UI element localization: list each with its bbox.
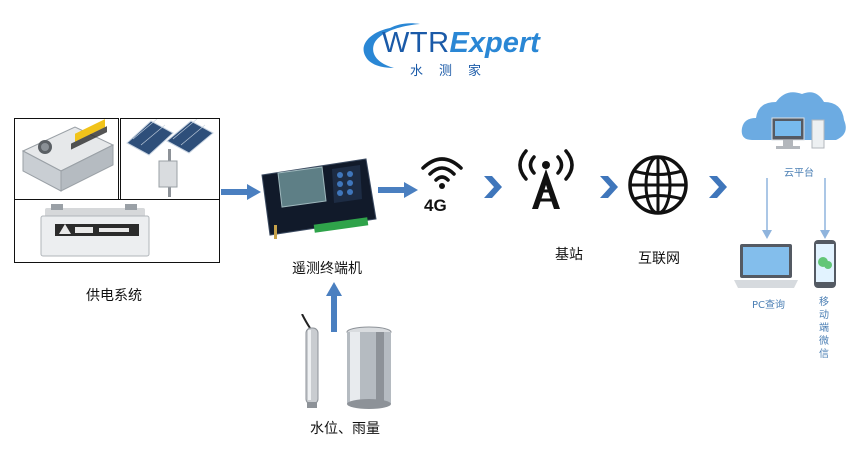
brand-logo-text: WTRExpert xyxy=(382,28,540,58)
rtu-device-icon xyxy=(261,158,377,239)
chevron-right-icon xyxy=(484,176,502,198)
solar-panel-photo xyxy=(120,118,220,200)
pc-query-label: PC查询 xyxy=(752,300,786,311)
arrow-rtu-to-4g xyxy=(378,182,418,198)
power-supply-photo xyxy=(14,118,119,200)
solar-panel-icon xyxy=(126,119,214,197)
chevron-right-icon xyxy=(600,176,618,198)
globe-icon xyxy=(628,155,688,215)
battery-photo xyxy=(14,199,220,263)
rtu-label: 遥测终端机 xyxy=(292,261,362,277)
water-level-sensor-icon xyxy=(301,314,319,408)
cloud-icon xyxy=(741,92,846,149)
wifi-icon xyxy=(421,157,463,189)
power-system-label: 供电系统 xyxy=(86,288,142,304)
arrow-power-to-rtu xyxy=(221,184,261,200)
arrow-sensors-to-rtu xyxy=(326,282,342,332)
sensors-label: 水位、雨量 xyxy=(310,421,380,437)
logo-suffix: Expert xyxy=(449,27,540,59)
logo-subtitle: 水测家 xyxy=(410,64,498,79)
chevron-right-icon xyxy=(709,176,727,198)
base-station-label: 基站 xyxy=(555,247,583,263)
mobile-wechat-label: 移动端微信 xyxy=(819,297,829,360)
logo-swoosh xyxy=(363,23,420,68)
rain-gauge-icon xyxy=(346,326,392,409)
logo-brand: WTR xyxy=(382,27,450,59)
cell-tower-icon xyxy=(518,149,574,209)
battery-icon xyxy=(40,204,150,257)
cloud-platform-label: 云平台 xyxy=(784,168,814,179)
internet-label: 互联网 xyxy=(638,251,680,267)
power-supply-unit-icon xyxy=(21,119,115,192)
arrow-cloud-to-pc xyxy=(762,178,772,239)
network-4g-label: 4G xyxy=(424,196,447,215)
laptop-icon xyxy=(734,244,798,288)
arrow-cloud-to-mobile xyxy=(820,178,830,239)
mobile-phone-icon xyxy=(814,240,836,288)
